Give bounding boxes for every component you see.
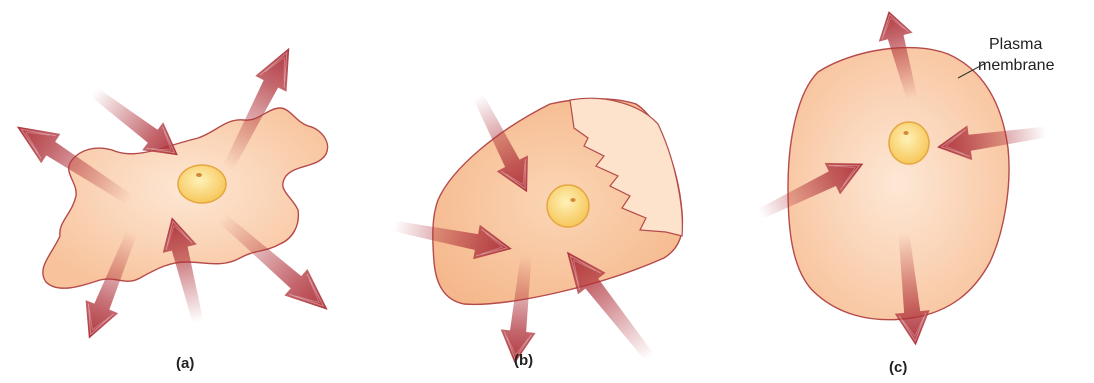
nucleus-b xyxy=(547,185,589,227)
panel-label-a: (a) xyxy=(176,355,194,372)
panel-label-c: (c) xyxy=(889,359,907,376)
panel-label-b: (b) xyxy=(514,352,533,369)
nucleolus-a xyxy=(196,173,202,177)
nucleus-c xyxy=(889,122,929,164)
nucleolus-c xyxy=(903,131,908,135)
nucleolus-b xyxy=(570,198,575,202)
plasma-membrane-label-line1: Plasma xyxy=(989,35,1042,55)
panel-a xyxy=(7,40,339,345)
panel-b xyxy=(391,88,683,369)
plasma-membrane-label-line2: membrane xyxy=(978,56,1054,76)
nucleus-a xyxy=(178,165,226,203)
